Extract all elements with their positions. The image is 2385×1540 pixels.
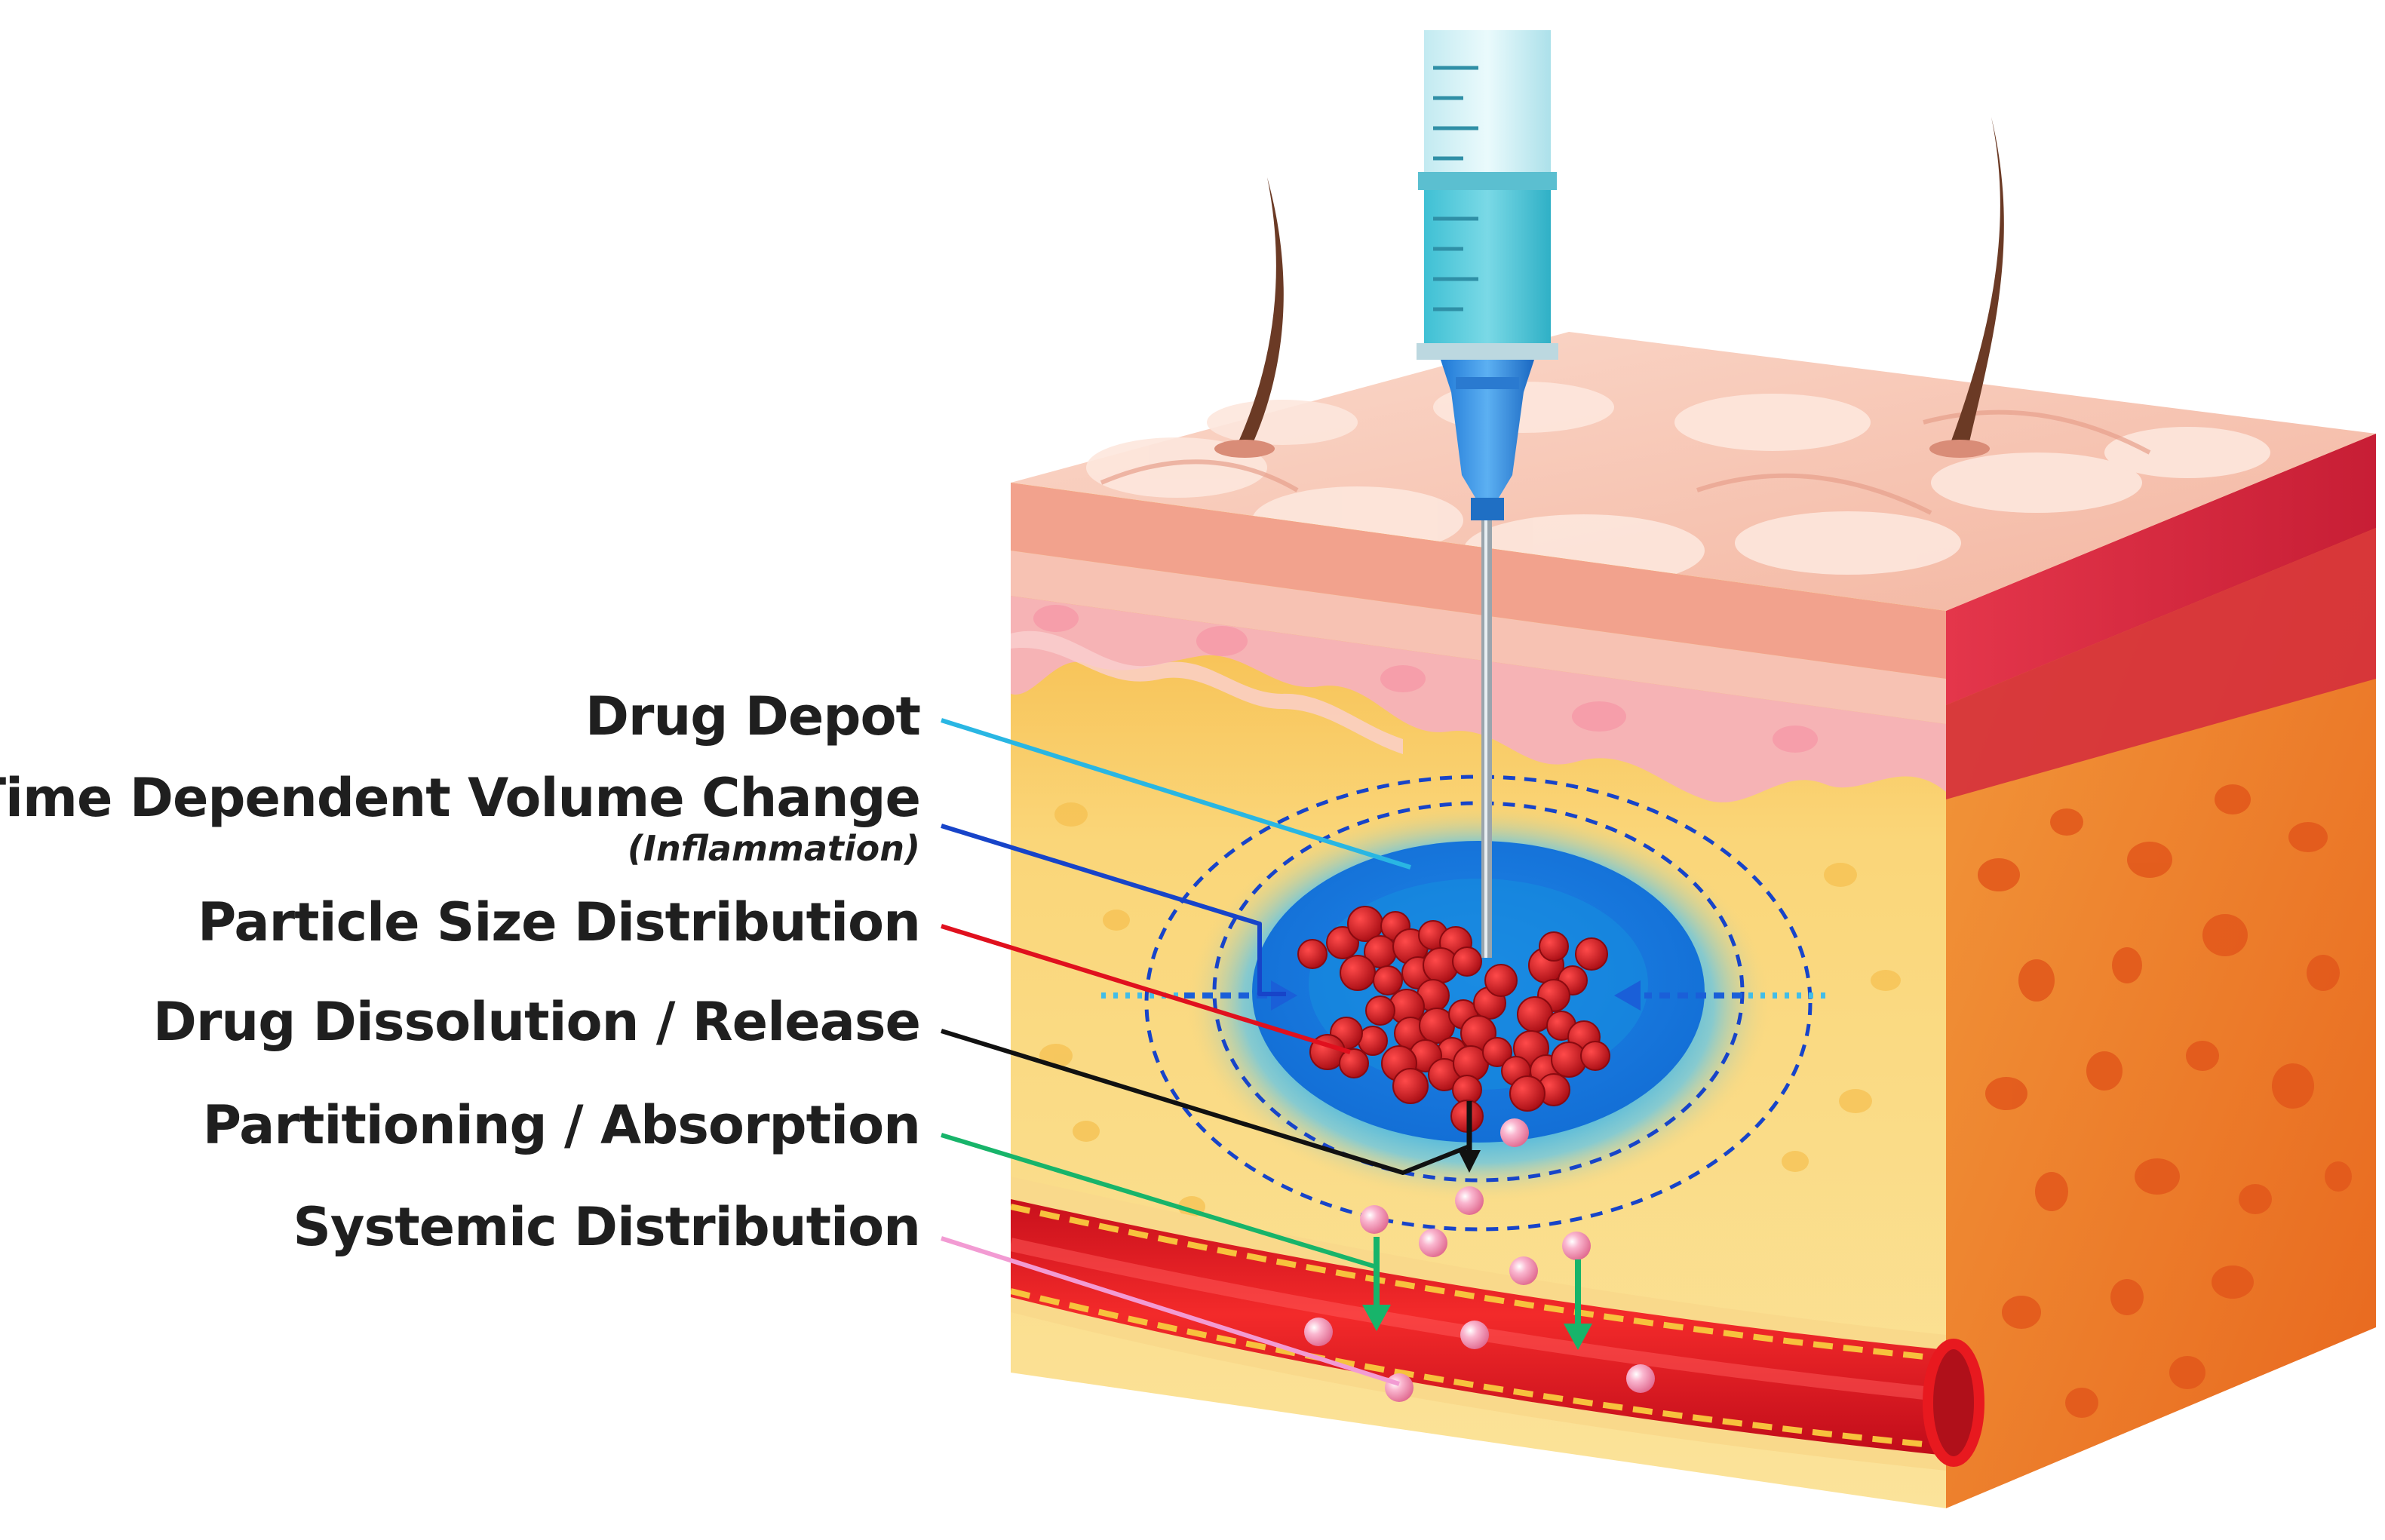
label-volume-change-note: (Inflammation)	[627, 828, 920, 869]
label-systemic: Systemic Distribution	[293, 1196, 921, 1258]
released-particle	[1360, 1205, 1389, 1234]
released-particles	[1304, 1118, 1655, 1402]
drug-particle	[1484, 964, 1518, 997]
drug-particle	[1339, 1048, 1369, 1078]
released-particle	[1304, 1318, 1333, 1346]
drug-particle	[1326, 926, 1359, 959]
label-partitioning: Partitioning / Absorption	[202, 1094, 921, 1156]
hair-left	[1214, 177, 1284, 458]
leader-line-dissolution	[941, 1029, 1471, 1175]
drug-particle	[1373, 965, 1403, 995]
syringe	[1417, 30, 1558, 958]
cube-top-face	[1011, 332, 2376, 611]
release-arrow	[1458, 1101, 1481, 1173]
released-particle	[1562, 1232, 1591, 1260]
drug-particle	[1539, 931, 1569, 962]
leader-line-particle-size	[941, 924, 1351, 1054]
compression-arrow-right	[1614, 980, 1825, 1011]
leader-line-partitioning	[941, 1133, 1377, 1269]
released-particle	[1626, 1364, 1655, 1393]
drug-particle-cluster	[1297, 906, 1610, 1133]
drug-particle	[1452, 946, 1482, 977]
leader-line-drug-depot	[941, 718, 1411, 870]
drug-particle	[1297, 939, 1328, 969]
drug-particle	[1365, 995, 1395, 1026]
absorption-arrow-right	[1564, 1259, 1592, 1350]
hair-right	[1929, 117, 2004, 458]
drug-particle	[1509, 1075, 1545, 1112]
absorption-arrow-left	[1362, 1237, 1391, 1331]
leader-line-volume-change	[941, 824, 1286, 996]
released-particle	[1419, 1229, 1447, 1257]
label-particle-size: Particle Size Distribution	[197, 891, 921, 953]
released-particle	[1460, 1321, 1489, 1349]
drug-particle	[1392, 1068, 1429, 1104]
released-particle	[1455, 1186, 1484, 1215]
label-dissolution: Drug Dissolution / Release	[152, 991, 921, 1053]
label-volume-change: Time Dependent Volume Change	[0, 767, 921, 829]
volume-contours	[1144, 775, 1813, 1232]
drug-particle	[1580, 1041, 1610, 1071]
drug-particle	[1575, 937, 1608, 971]
cube-side-face	[1946, 434, 2376, 1508]
released-particle	[1500, 1118, 1529, 1147]
drug-particle	[1482, 1037, 1512, 1067]
drug-particle	[1340, 955, 1376, 991]
released-particle	[1509, 1256, 1538, 1285]
vessel-opening	[1923, 1339, 1984, 1467]
released-particle	[1385, 1373, 1414, 1402]
label-drug-depot: Drug Depot	[585, 686, 921, 747]
leader-line-systemic	[941, 1236, 1400, 1386]
